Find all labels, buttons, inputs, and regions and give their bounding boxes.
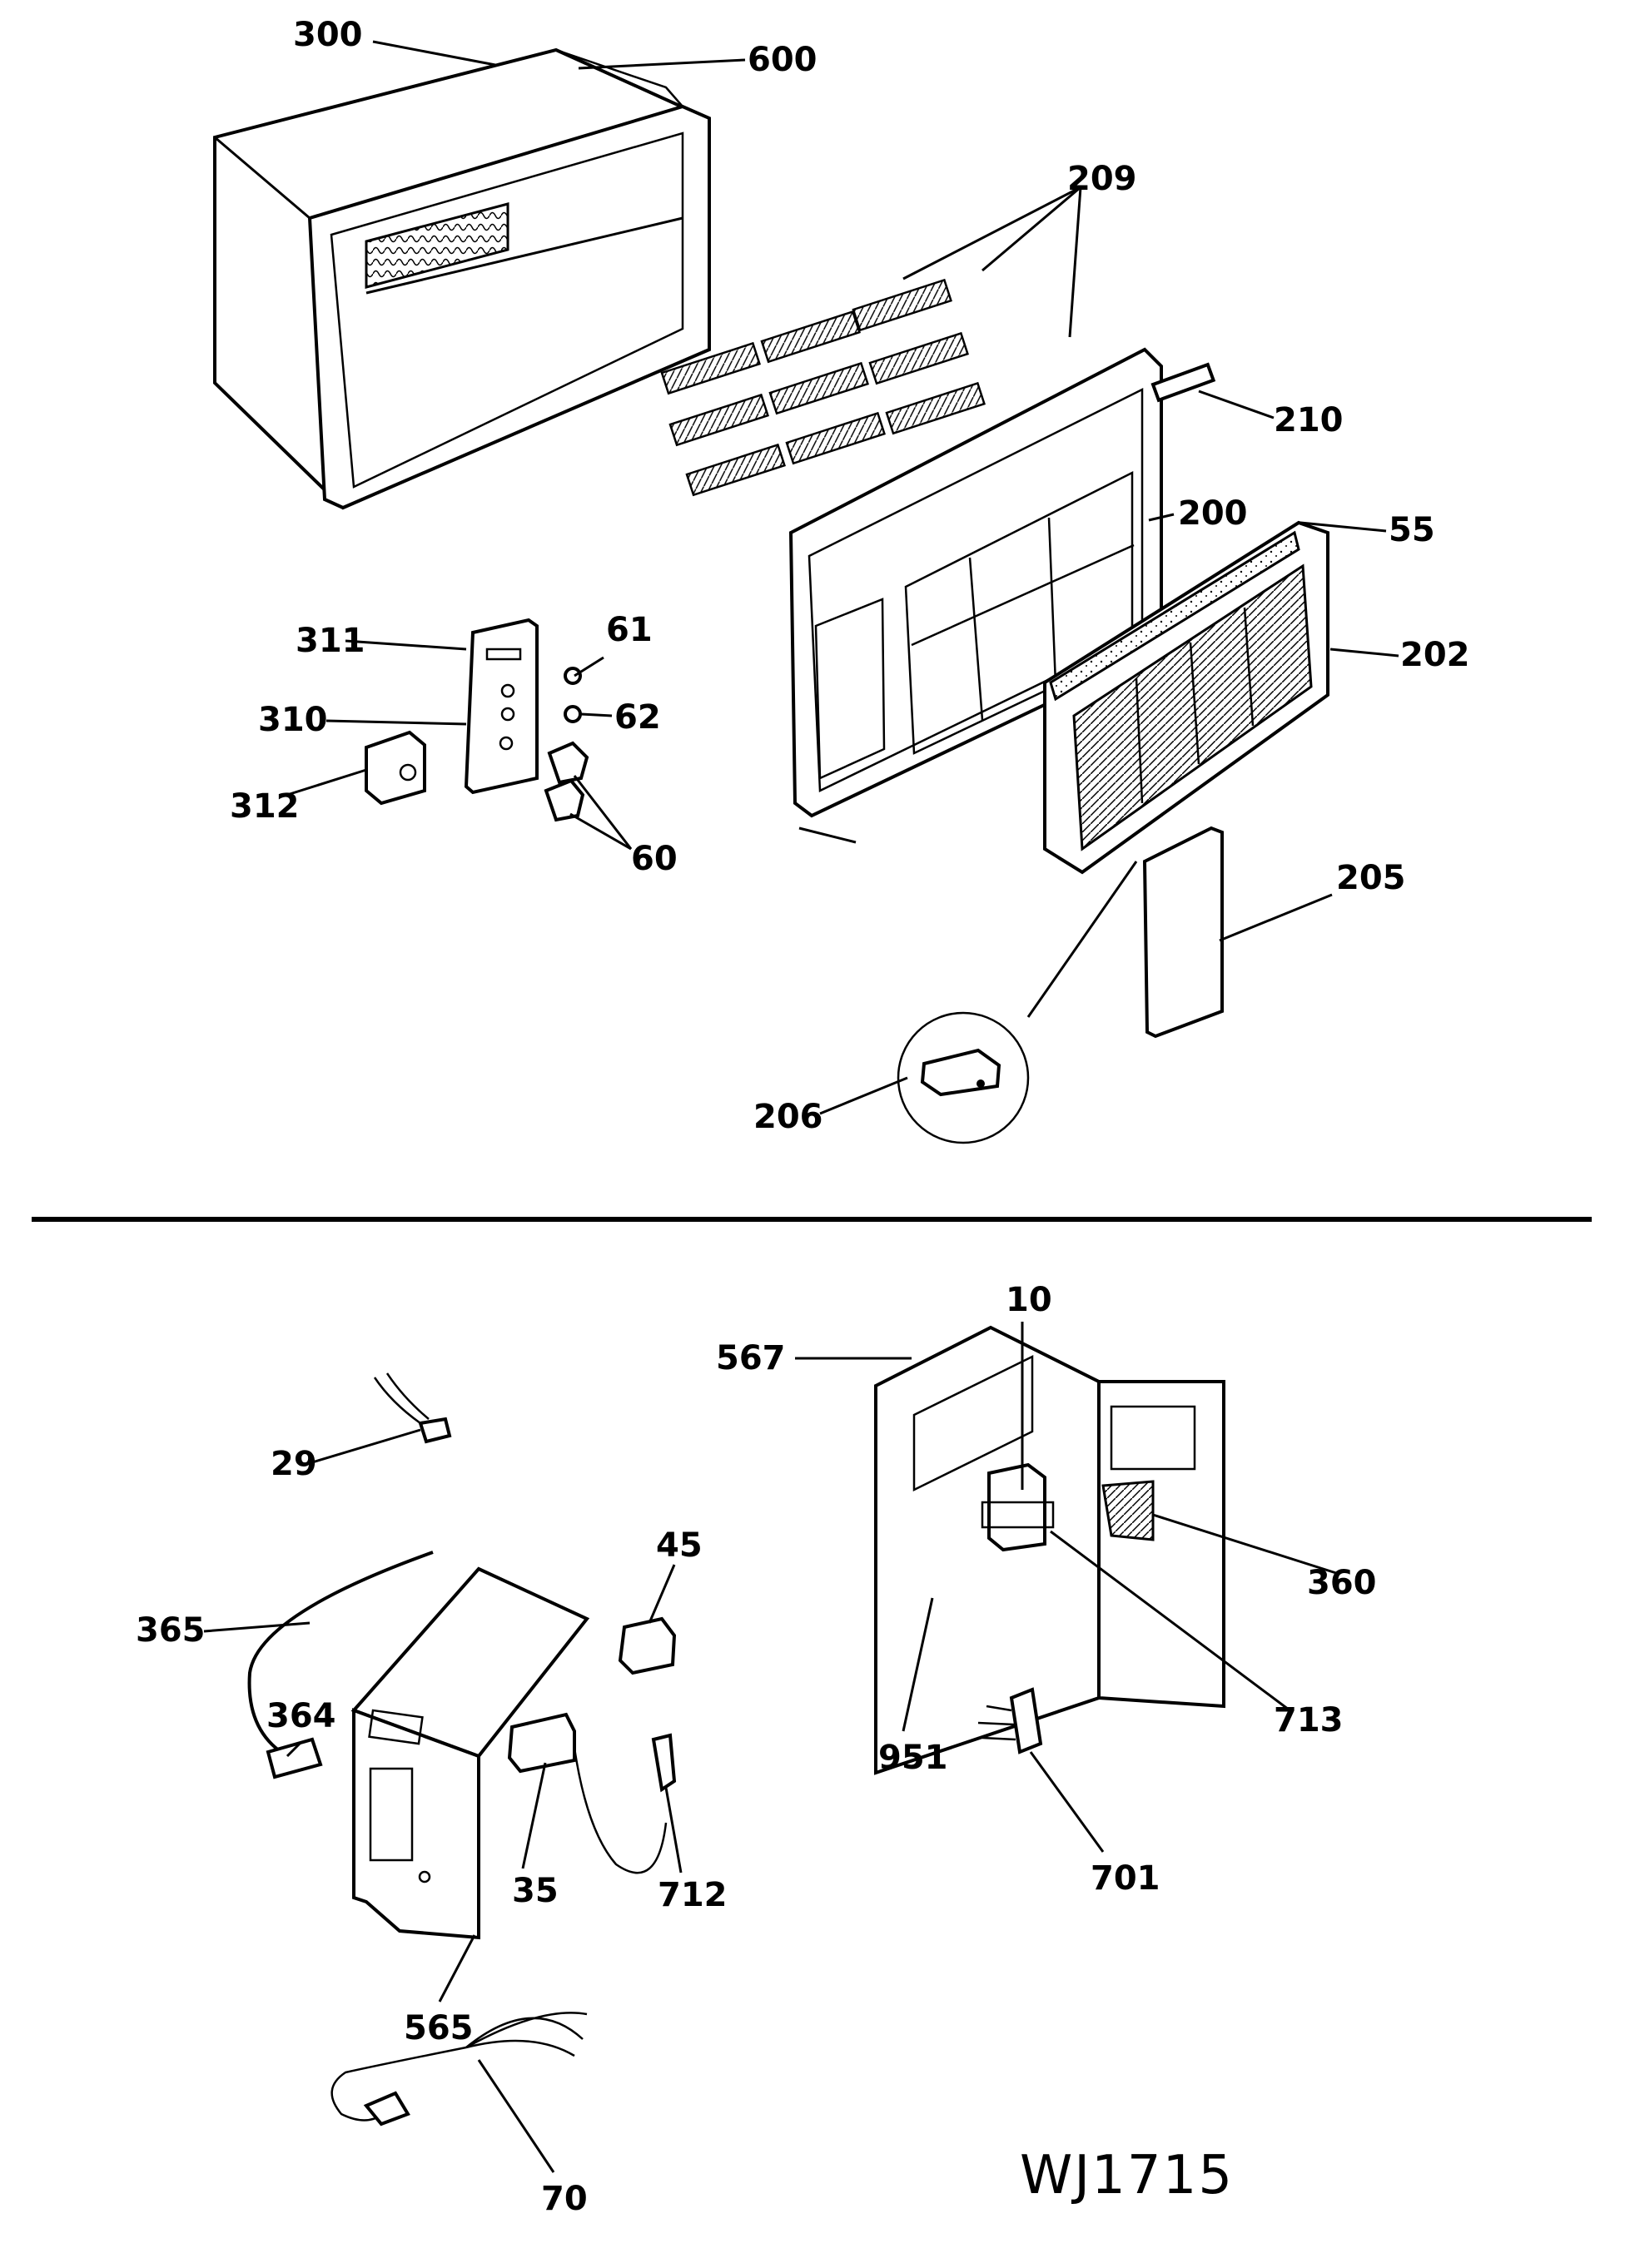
- callout-713: 713: [1274, 1701, 1344, 1739]
- callout-29: 29: [271, 1445, 317, 1483]
- callout-210: 210: [1274, 401, 1344, 439]
- access-door-part: [1142, 826, 1224, 1039]
- callout-70: 70: [541, 2180, 588, 2218]
- callout-45: 45: [656, 1526, 703, 1565]
- rotary-switch-part: [365, 730, 426, 806]
- callout-61: 61: [606, 611, 653, 649]
- callout-35: 35: [512, 1872, 559, 1910]
- callout-364: 364: [266, 1697, 336, 1735]
- callout-360: 360: [1307, 1564, 1377, 1602]
- power-cord-part: [330, 2012, 588, 2127]
- callout-55: 55: [1389, 511, 1435, 549]
- leader-lines: [203, 40, 1399, 2173]
- thermostat-bulb-part: [373, 1372, 452, 1444]
- callout-310: 310: [258, 701, 328, 739]
- louver-blades-part: [660, 278, 986, 497]
- callout-205: 205: [1336, 859, 1406, 897]
- partition-panel-part: [874, 1325, 1225, 1775]
- control-panel-part: [464, 618, 539, 795]
- thermostat-part: [507, 1712, 668, 1874]
- cabinet-part: [213, 47, 711, 510]
- callout-312: 312: [230, 787, 300, 826]
- callout-200: 200: [1178, 494, 1248, 533]
- drawing-code: WJ1715: [1020, 2145, 1234, 2206]
- callout-206: 206: [753, 1098, 823, 1136]
- hinge-detail-part: [897, 1011, 1030, 1144]
- callout-365: 365: [136, 1611, 206, 1650]
- front-grille-part: [1043, 520, 1329, 875]
- callout-300: 300: [293, 16, 363, 54]
- callout-565: 565: [404, 2009, 474, 2047]
- retainer-rod-part: [1150, 362, 1216, 403]
- callout-567: 567: [716, 1339, 786, 1377]
- callout-202: 202: [1400, 636, 1470, 674]
- callout-10: 10: [1006, 1281, 1052, 1319]
- capacitor-part: [981, 1462, 1055, 1552]
- callout-60: 60: [631, 840, 678, 878]
- bracket-part: [651, 1733, 677, 1793]
- callout-209: 209: [1067, 160, 1137, 198]
- callout-951: 951: [878, 1739, 948, 1777]
- callout-311: 311: [296, 622, 365, 660]
- relay-part: [618, 1616, 677, 1675]
- knob-parts: [544, 667, 589, 822]
- callout-600: 600: [748, 41, 817, 79]
- callout-62: 62: [614, 698, 661, 737]
- callout-701: 701: [1091, 1859, 1160, 1898]
- terminal-block-part: [266, 1737, 323, 1779]
- terminal-strip-part: [977, 1687, 1043, 1754]
- wire-lead-part: [247, 1551, 434, 1758]
- callout-712: 712: [658, 1876, 728, 1914]
- control-box-part: [350, 1566, 590, 1940]
- callout-labels: 300 600 209 210 200 55 202 311 61 310 62…: [136, 16, 1470, 2218]
